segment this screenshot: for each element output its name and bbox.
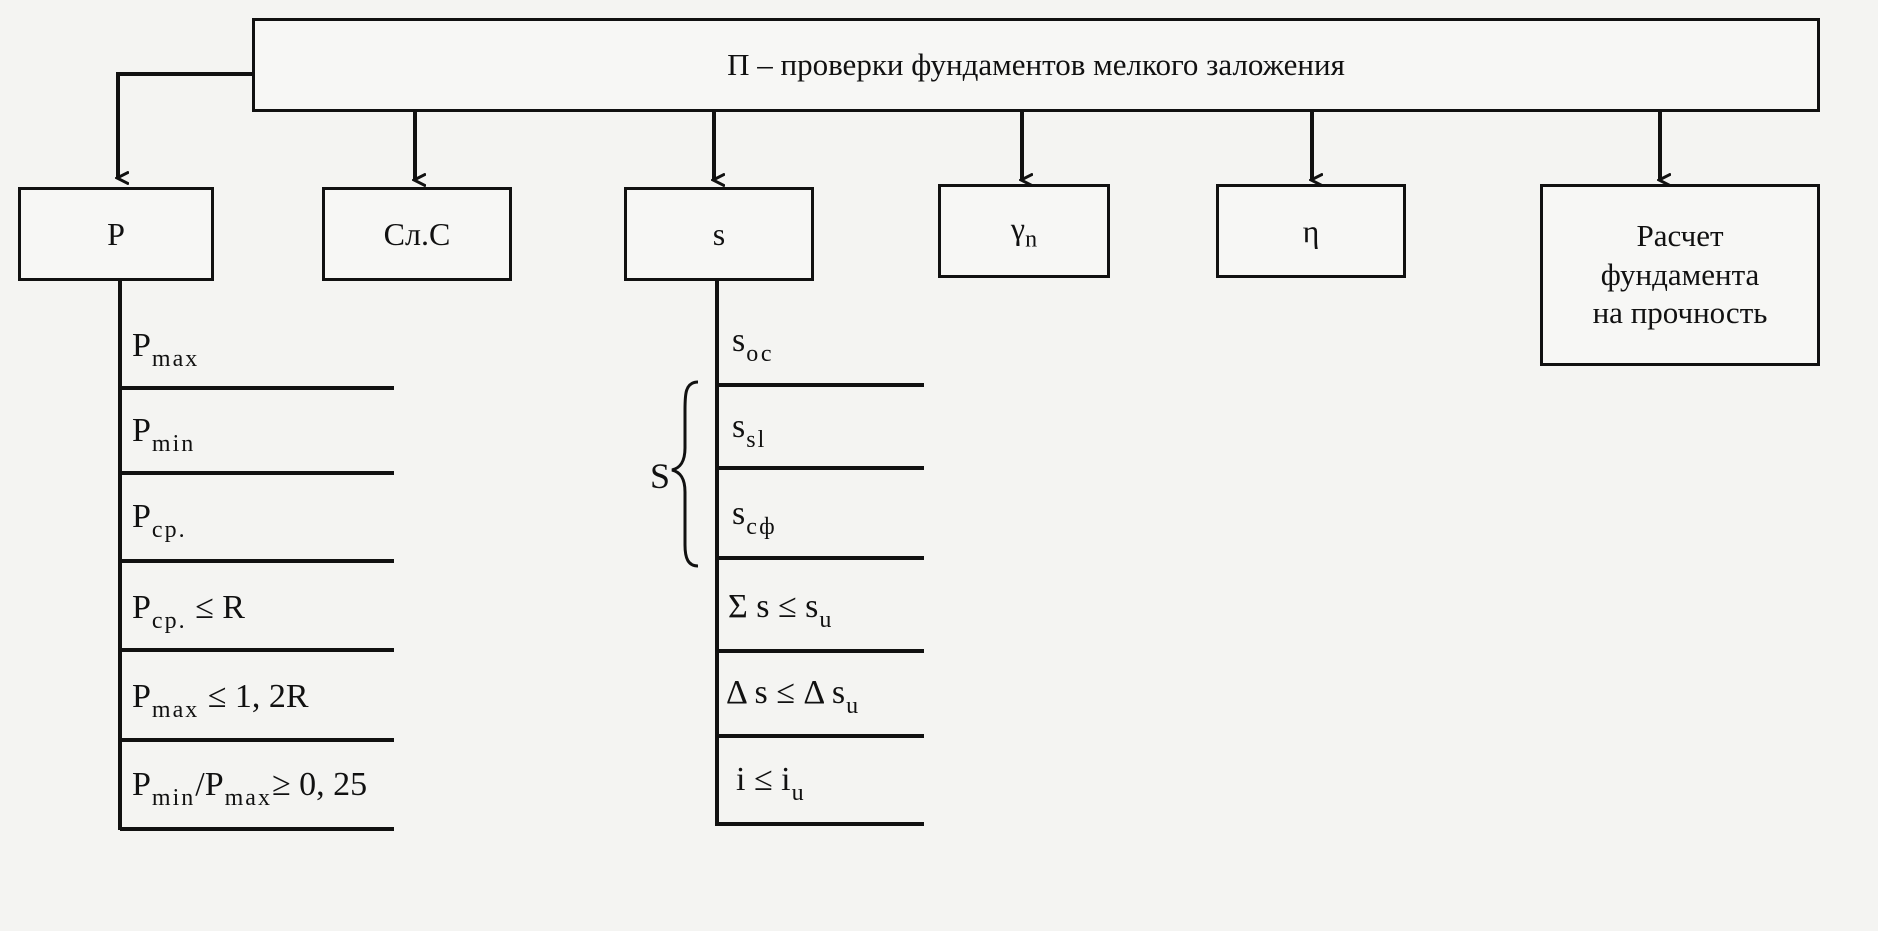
box-gamma: γn — [938, 184, 1110, 278]
s-item-1-base: s — [732, 322, 746, 359]
s-item-4-base: Σ s ≤ s — [728, 588, 819, 625]
s-item-1: sос — [732, 322, 774, 367]
curly-brace — [671, 380, 699, 568]
p-item-2-sub: min — [151, 431, 196, 457]
p-item-6-sub2: max — [224, 785, 272, 811]
p-item-3-base: P — [132, 498, 151, 535]
box-eta: η — [1216, 184, 1406, 278]
s-item-4-sub: u — [819, 607, 834, 633]
box-gamma-label: γn — [1011, 208, 1037, 254]
s-item-4: Σ s ≤ su — [728, 588, 834, 633]
p-item-5-sub: max — [151, 697, 200, 723]
s-item-3-base: s — [732, 495, 746, 532]
box-p: P — [18, 187, 214, 281]
p-item-1-base: P — [132, 327, 151, 364]
s-item-3: sсф — [732, 495, 777, 540]
p-item-3-sub: ср. — [151, 517, 187, 543]
box-s-label: s — [712, 216, 726, 252]
p-item-5-base: P — [132, 678, 151, 715]
box-strength: Расчет фундамента на прочность — [1540, 184, 1820, 366]
s-item-3-sub: сф — [746, 514, 777, 540]
title-box: П – проверки фундаментов мелкого заложен… — [252, 18, 1820, 112]
s-item-5-base: Δ s ≤ Δ s — [726, 674, 846, 711]
s-item-1-sub: ос — [746, 341, 774, 367]
box-eta-label: η — [1302, 213, 1320, 249]
box-sls-label: Сл.С — [383, 216, 451, 252]
arrow-to-p — [118, 72, 252, 178]
box-sls: Сл.С — [322, 187, 512, 281]
box-s: s — [624, 187, 814, 281]
p-item-6: Pmin/Pmax≥ 0, 25 — [132, 766, 368, 811]
strength-line-1: Расчет — [1636, 217, 1724, 253]
brace-label: S — [650, 456, 671, 496]
s-item-6: i ≤ iu — [736, 761, 806, 806]
gamma-symbol: γ — [1010, 209, 1026, 246]
p-item-3: Pср. — [132, 498, 187, 543]
s-item-2-base: s — [732, 408, 746, 445]
s-item-2-sub: sl — [746, 427, 767, 453]
box-p-label: P — [107, 216, 125, 252]
s-item-6-base: i ≤ i — [736, 761, 791, 798]
p-item-1: Pmax — [132, 327, 200, 372]
p-item-5-rest: ≤ 1, 2R — [199, 678, 309, 715]
p-item-4-base: P — [132, 589, 151, 626]
p-item-6-sub: min — [151, 785, 196, 811]
p-item-1-sub: max — [151, 346, 200, 372]
p-item-6-rest: ≥ 0, 25 — [271, 766, 368, 803]
strength-line-2: фундамента — [1600, 256, 1760, 292]
gamma-subscript: n — [1025, 226, 1038, 253]
p-item-2-base: P — [132, 412, 151, 449]
s-item-5: Δ s ≤ Δ su — [726, 674, 861, 719]
p-item-6-mid: /P — [195, 766, 224, 803]
strength-line-3: на прочность — [1592, 295, 1768, 331]
p-item-4: Pср. ≤ R — [132, 589, 245, 634]
s-item-2: ssl — [732, 408, 767, 453]
s-item-5-sub: u — [846, 693, 861, 719]
p-item-5: Pmax ≤ 1, 2R — [132, 678, 309, 723]
p-item-2: Pmin — [132, 412, 196, 457]
s-item-6-sub: u — [791, 780, 806, 806]
title-text: П – проверки фундаментов мелкого заложен… — [727, 46, 1345, 82]
box-strength-label: Расчет фундамента на прочность — [1593, 217, 1768, 333]
p-item-4-rest: ≤ R — [186, 589, 245, 626]
p-item-6-base: P — [132, 766, 151, 803]
p-item-4-sub: ср. — [151, 608, 187, 634]
